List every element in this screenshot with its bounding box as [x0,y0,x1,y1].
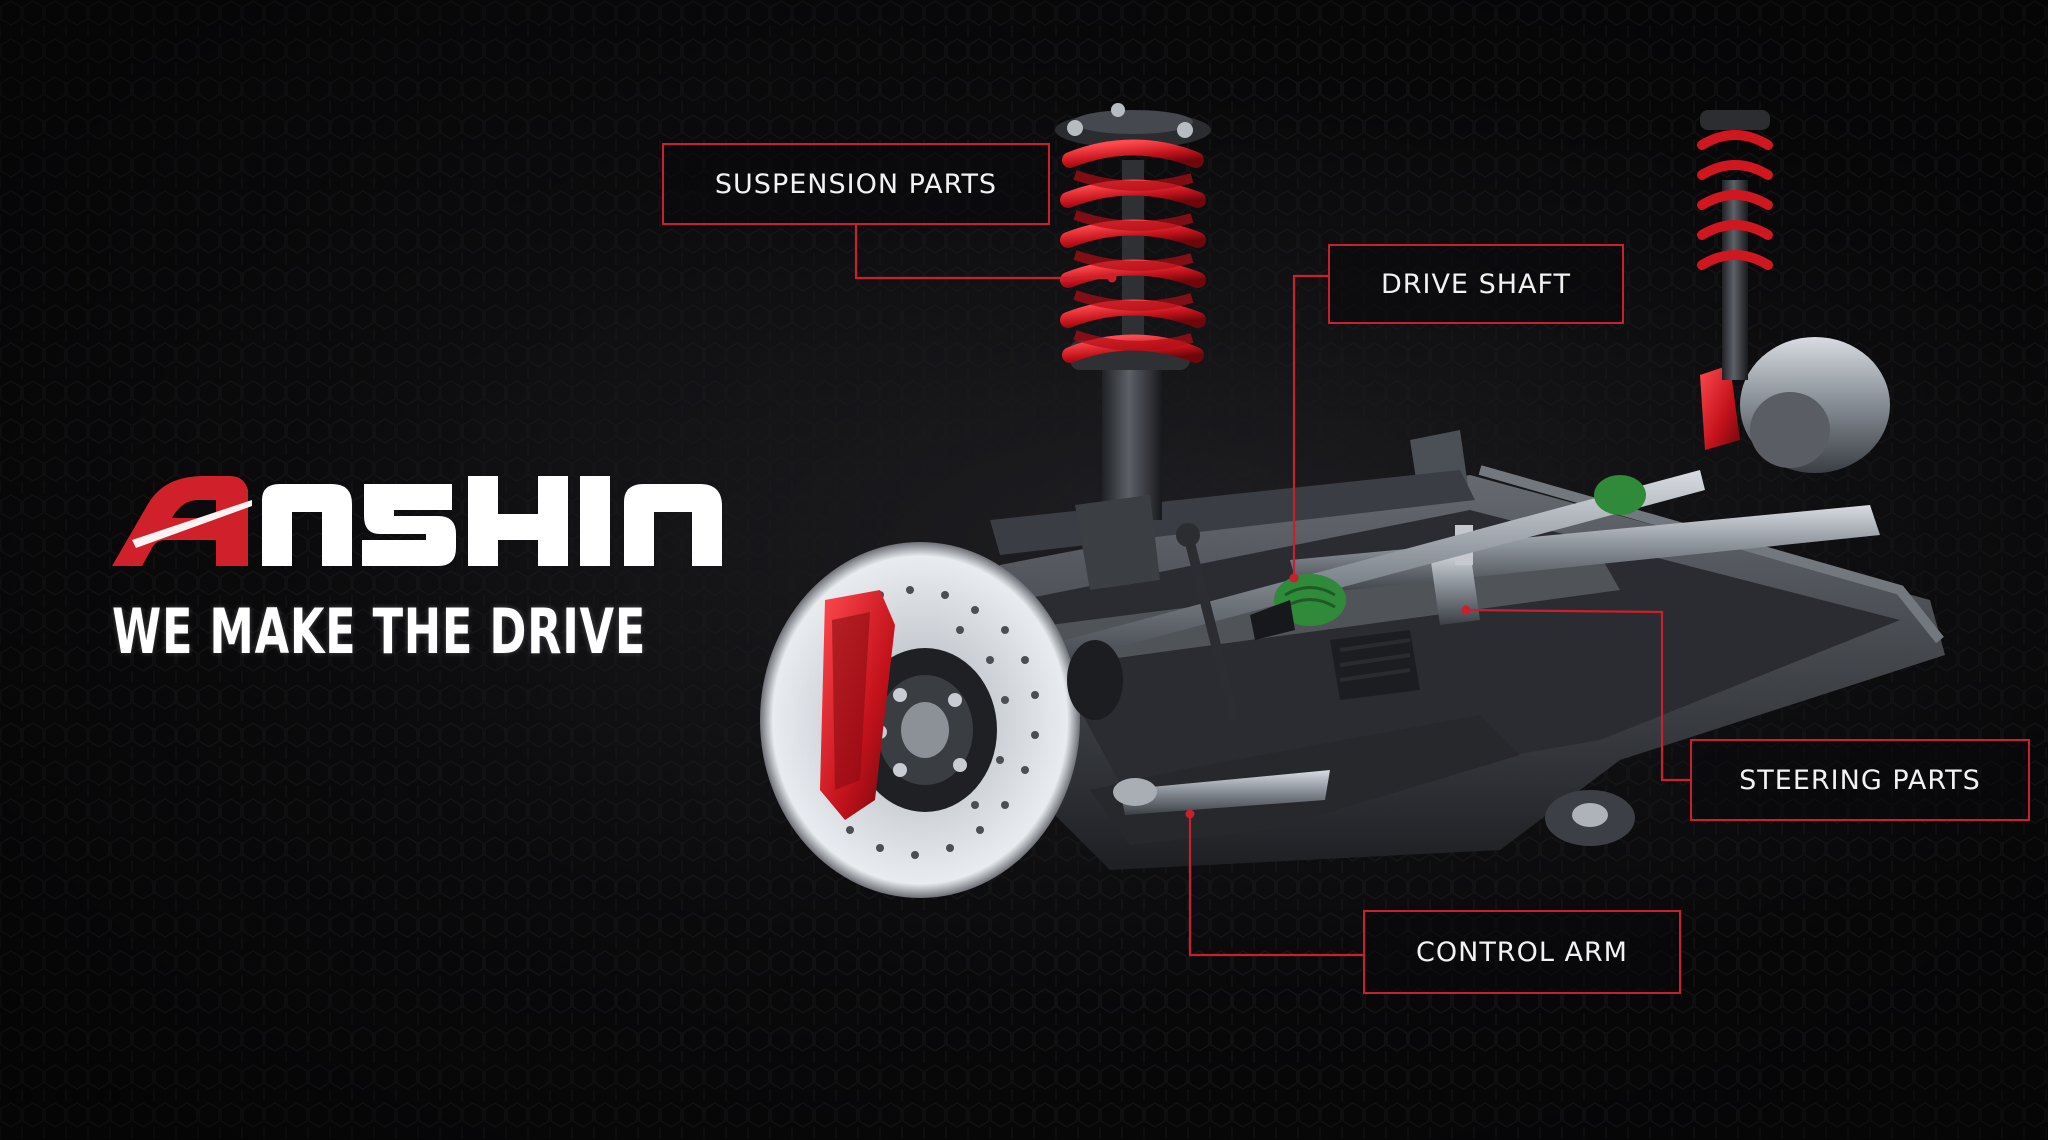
brand-block [112,470,792,690]
callout-drive-shaft: DRIVE SHAFT [1328,244,1624,324]
callout-steering-parts: STEERING PARTS [1690,739,2030,821]
callout-control-arm: CONTROL ARM [1363,910,1681,994]
tagline: WE MAKE THE DRIVE [112,595,647,668]
callout-steering-label: STEERING PARTS [1739,764,1981,796]
anshin-logo [112,476,722,566]
callout-drive-shaft-label: DRIVE SHAFT [1380,268,1572,300]
callout-control-arm-label: CONTROL ARM [1416,936,1628,968]
callout-suspension-label: SUSPENSION PARTS [714,168,998,200]
callout-suspension-parts: SUSPENSION PARTS [662,143,1050,225]
